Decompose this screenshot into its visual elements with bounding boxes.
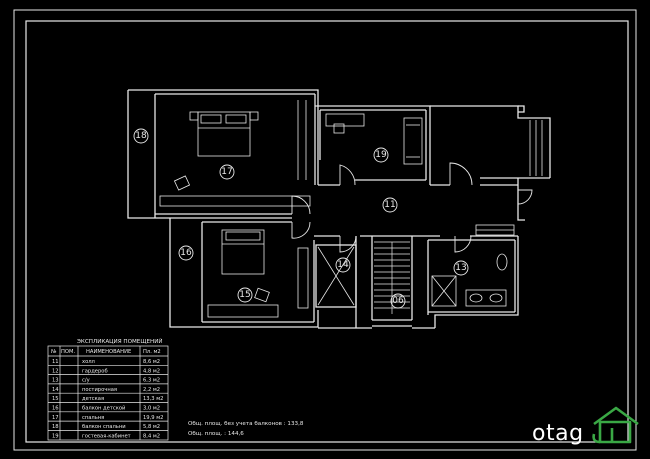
watermark-logo-text: otag	[532, 421, 584, 446]
header-num: №	[51, 349, 57, 355]
row-area: 13,3 м2	[143, 396, 163, 402]
room-label-15: 15	[239, 290, 250, 300]
row-num: 19	[52, 433, 59, 439]
explication-table	[47, 345, 169, 441]
row-num: 13	[52, 378, 59, 384]
row-area: 4,8 м2	[143, 368, 160, 374]
header-area: Пл. м2	[143, 349, 161, 355]
stair-label: 06	[392, 296, 404, 306]
row-num: 18	[52, 424, 59, 430]
row-area: 19,9 м2	[143, 415, 163, 421]
room-label-16: 16	[180, 248, 192, 258]
row-area: 6,3 м2	[143, 378, 160, 384]
row-name: постирочная	[82, 387, 117, 393]
furniture	[159, 100, 543, 318]
room-label-18: 18	[135, 131, 147, 141]
room-label-11: 11	[384, 200, 395, 210]
row-area: 2,2 м2	[143, 387, 160, 393]
row-area: 3,0 м2	[143, 406, 160, 412]
room-label-17: 17	[221, 167, 232, 177]
room-numbers: 18 17 19 11 16 15 14 13 06	[135, 131, 466, 306]
row-num: 12	[52, 368, 59, 374]
table-header: № ПОМ. НАИМЕНОВАНИЕ Пл. м2	[51, 349, 161, 355]
row-name: холл	[82, 359, 95, 365]
row-num: 16	[52, 406, 59, 412]
area-note-total: Общ. площ. : 144,6	[188, 431, 244, 437]
walls	[127, 89, 551, 329]
header-room: ПОМ.	[61, 349, 75, 355]
row-area: 5,8 м2	[143, 424, 160, 430]
room-label-14: 14	[337, 260, 349, 270]
drawing-frame	[13, 9, 637, 451]
row-num: 17	[52, 415, 59, 421]
row-name: балкон детской	[82, 405, 125, 412]
room-markers	[133, 128, 469, 309]
room-label-13: 13	[455, 263, 466, 273]
house-logo-icon	[592, 406, 639, 444]
row-num: 14	[52, 387, 59, 393]
row-num: 15	[52, 396, 59, 402]
staircase	[374, 241, 410, 314]
header-name: НАИМЕНОВАНИЕ	[86, 349, 131, 355]
row-name: детская	[82, 396, 104, 402]
room-label-19: 19	[375, 150, 387, 160]
row-name: с/у	[82, 378, 90, 384]
table-title: ЭКСПЛИКАЦИЯ ПОМЕЩЕНИЙ	[77, 338, 163, 345]
row-area: 8,6 м2	[143, 359, 160, 365]
area-note-without-balconies: Общ. площ. без учета балконов : 133,8	[188, 421, 304, 427]
row-name: балкон спальни	[82, 424, 126, 430]
row-num: 11	[52, 359, 59, 365]
row-area: 8,4 м2	[143, 433, 160, 439]
table-rows: 11 холл 8,6 м2 12 гардероб 4,8 м2 13 с/у…	[52, 359, 163, 439]
row-name: гостевая-кабинет	[82, 433, 131, 439]
row-name: спальня	[82, 415, 104, 421]
row-name: гардероб	[82, 368, 108, 374]
